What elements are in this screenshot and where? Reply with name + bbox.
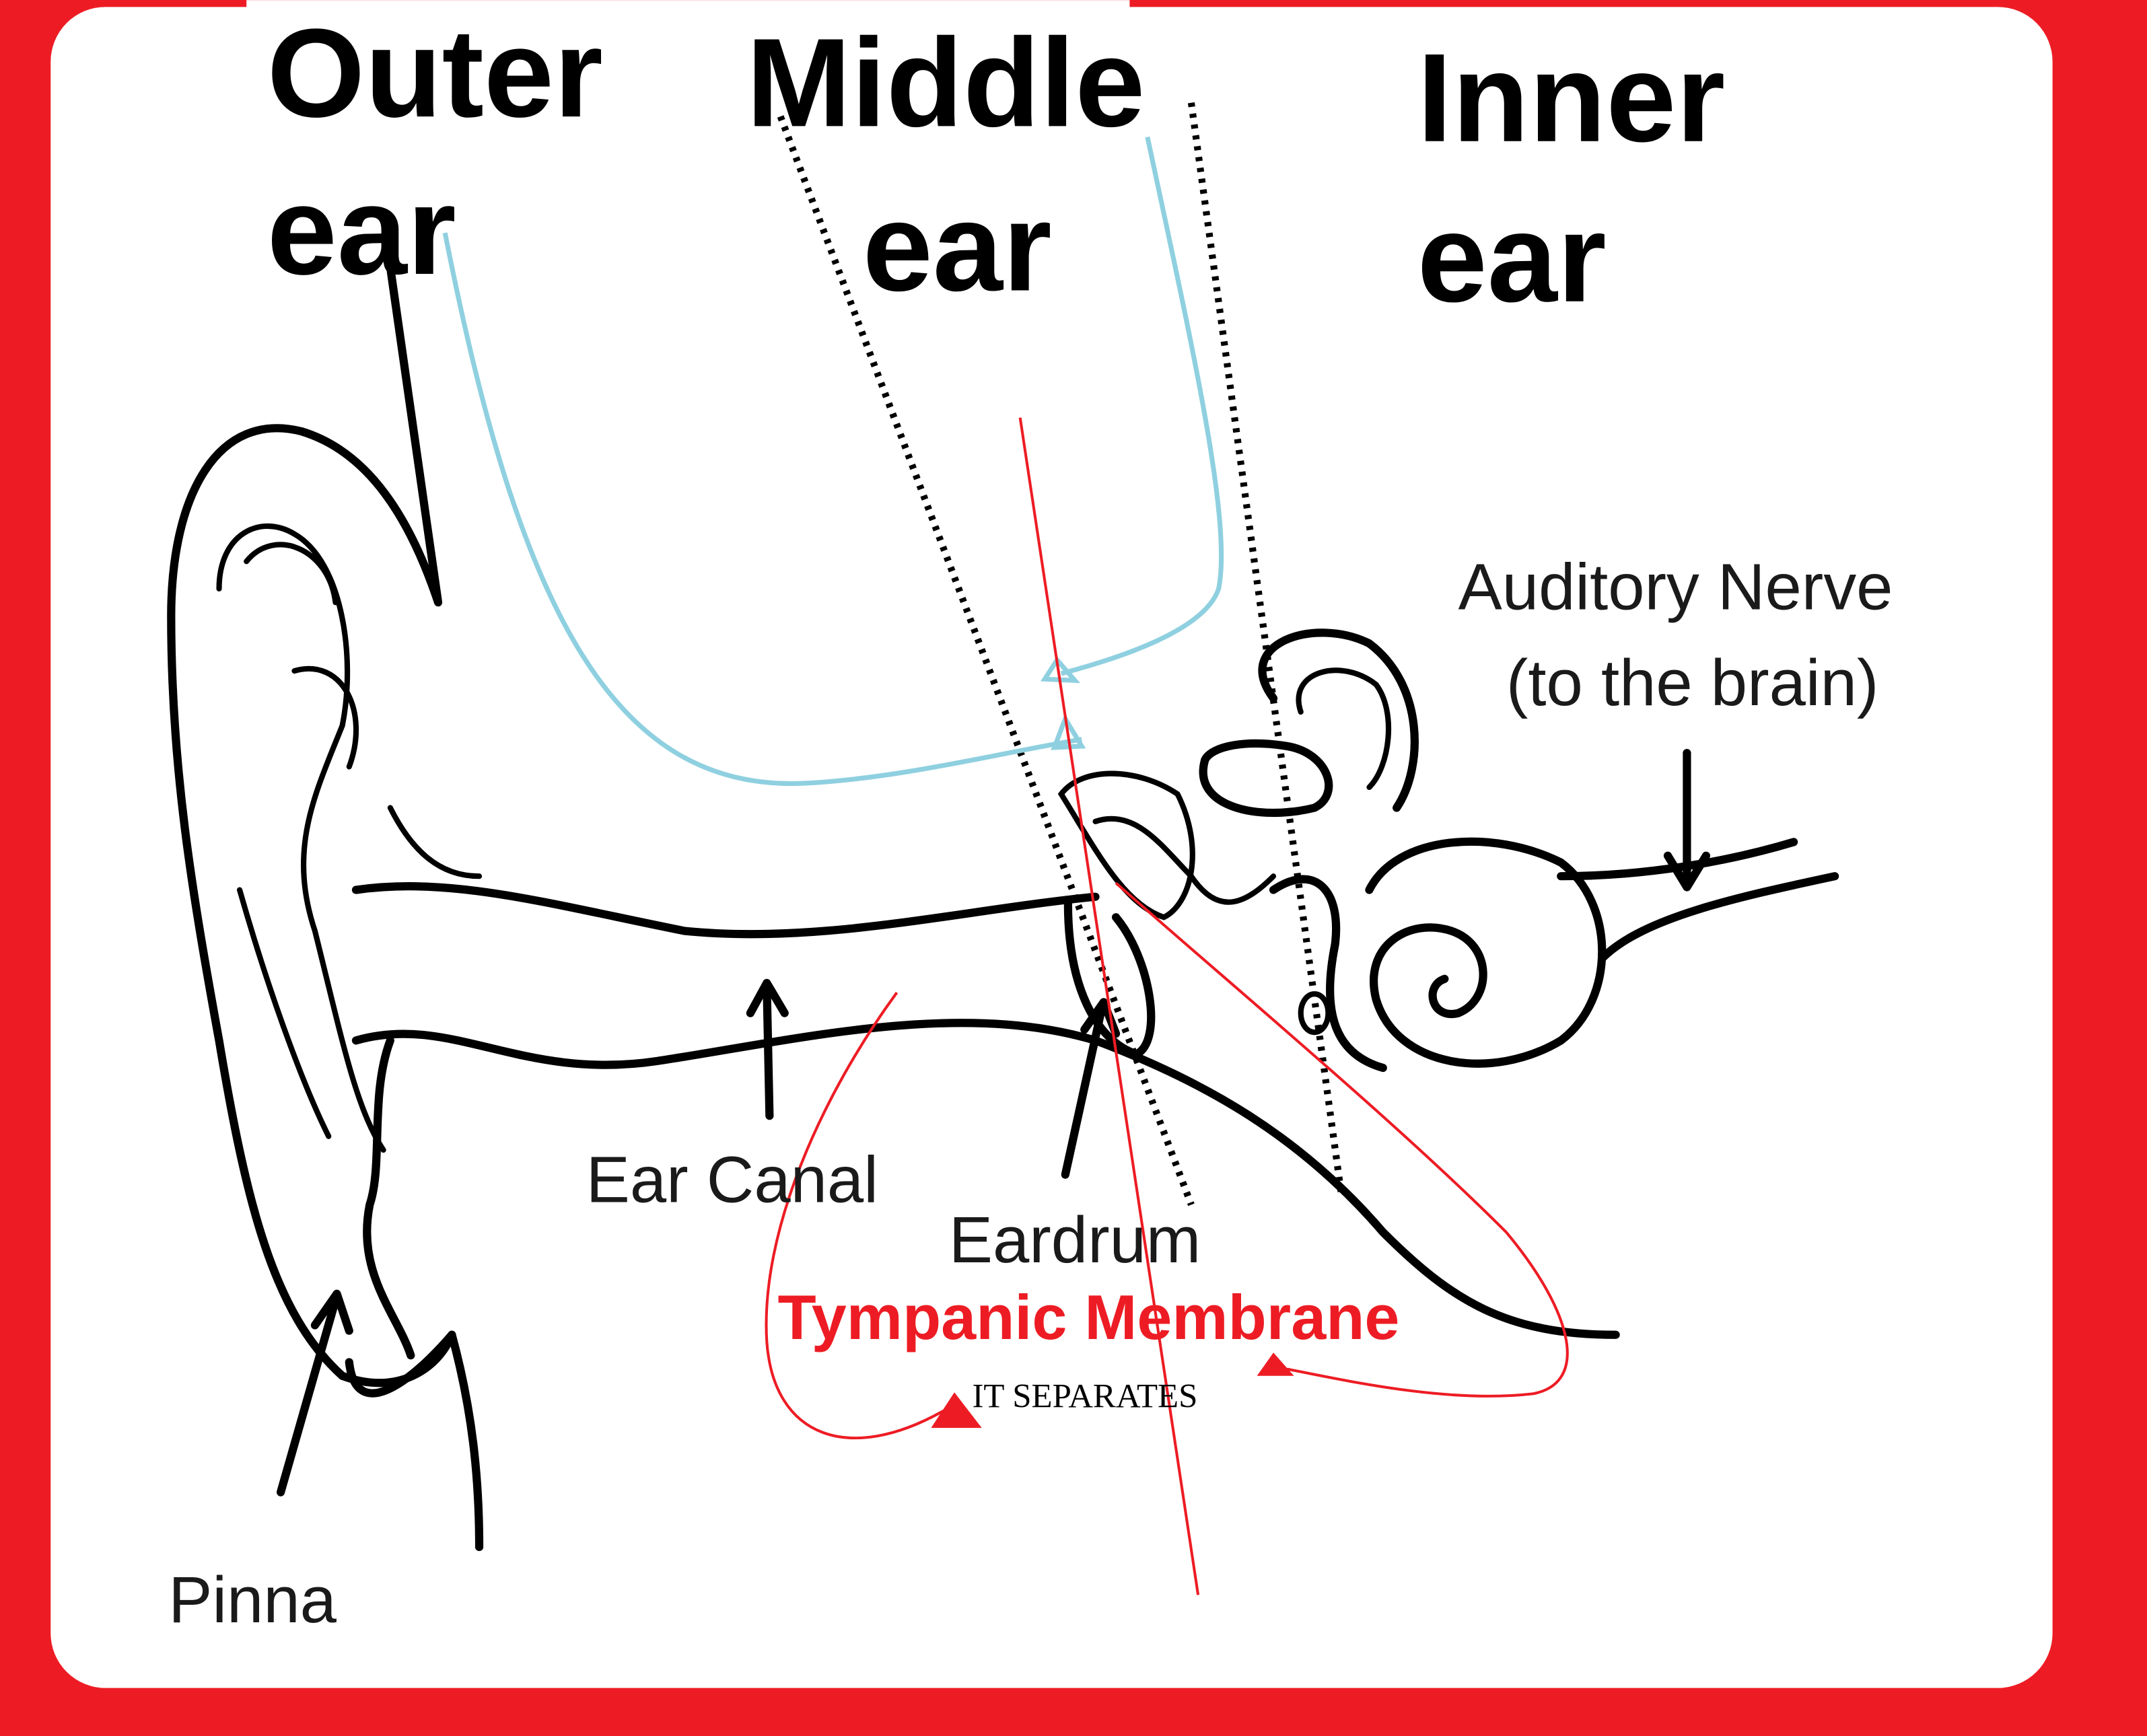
pinna-arrow: [276, 1289, 353, 1496]
heading-outer-2: ear: [267, 160, 456, 301]
heading-inner-1: Inner: [1417, 28, 1726, 168]
blue-arrow-middle: [1060, 136, 1224, 676]
red-loop-left: [765, 991, 946, 1440]
label-eardrum: Eardrum: [949, 1203, 1201, 1276]
red-arrowhead-right: [1257, 1352, 1294, 1376]
heading-middle-2: ear: [863, 176, 1052, 317]
red-arrowhead-left: [931, 1392, 982, 1428]
divider-middle-inner: [1187, 102, 1345, 1198]
blue-arrow-outer: [442, 232, 1082, 787]
inner-ear-cochlea: [1092, 628, 1839, 1073]
diagram-panel: [50, 7, 2053, 1688]
ear-canal-arrow: [746, 978, 789, 1120]
heading-inner-2: ear: [1417, 188, 1607, 328]
red-loop-right: [1115, 881, 1569, 1398]
label-auditory-nerve: Auditory Nerve: [1458, 550, 1893, 623]
blue-arrowhead-outer: [1051, 713, 1086, 750]
ear-outline: [167, 262, 1620, 1552]
auditory-nerve-arrow: [1663, 749, 1711, 892]
red-line-vertical: [1018, 417, 1200, 1595]
annotation-it-separates: IT SEPARATES: [972, 1378, 1197, 1416]
annotation-tympanic-membrane: Tympanic Membrane: [778, 1282, 1400, 1352]
heading-middle-1: Middle: [746, 12, 1146, 153]
label-auditory-nerve-note: (to the brain): [1506, 646, 1879, 719]
label-pinna: Pinna: [168, 1563, 337, 1636]
divider-outer-middle: [777, 115, 1195, 1206]
label-ear-canal: Ear Canal: [586, 1143, 878, 1216]
heading-outer-1: Outer: [267, 3, 603, 143]
pointer-arrows: [276, 749, 1711, 1496]
